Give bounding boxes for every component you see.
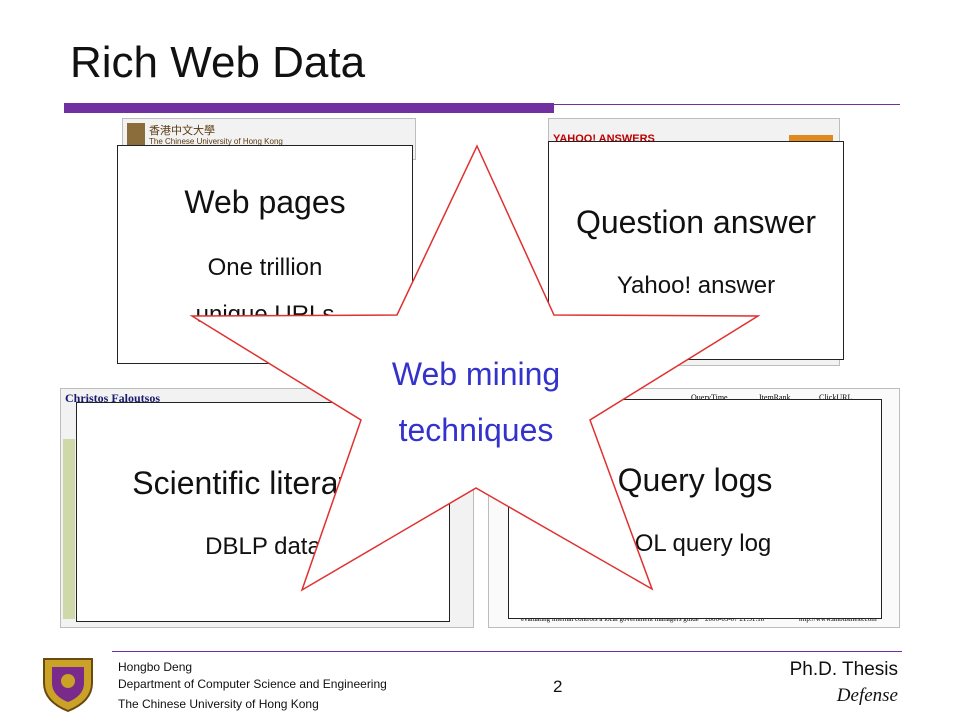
query-col-header-1: QueryTime [691, 393, 728, 402]
footer-author: Hongbo Deng [118, 660, 193, 674]
crest-center [61, 674, 75, 688]
cuhk-logo-icon [127, 123, 145, 145]
card-question-answer-sub1: Yahoo! answer [616, 272, 776, 299]
cuhk-sub-text: The Chinese University of Hong Kong [149, 137, 283, 146]
footer-department: Department of Computer Science and Engin… [118, 677, 387, 691]
card-query-logs-sub1: AOL query log [618, 530, 772, 557]
yahoo-search-button [789, 135, 833, 145]
card-query-logs-title: Query logs [617, 462, 773, 498]
cuhk-crest-icon [43, 658, 93, 713]
dblp-left-column [63, 439, 75, 619]
cuhk-header-text: 香港中文大學 [149, 125, 215, 137]
footer-divider [112, 651, 902, 652]
footer-defense: Defense [836, 685, 898, 706]
card-web-pages-title: Web pages [184, 184, 346, 220]
slide-title: Rich Web Data [70, 38, 366, 87]
star-label-line1: Web mining [391, 356, 561, 392]
title-underline-line [554, 104, 900, 105]
title-underline-bar [64, 103, 554, 113]
page-number: 2 [553, 677, 563, 696]
query-col-header-2: ItemRank [759, 393, 791, 402]
star-label-line2: techniques [398, 412, 554, 448]
footer-thesis: Ph.D. Thesis [789, 659, 898, 680]
card-question-answer-title: Question answer [575, 204, 817, 240]
dblp-name-text: Christos Faloutsos [65, 391, 161, 405]
query-row-time: 2006-03-07 21:31:18 [705, 615, 765, 623]
query-col-header-3: ClickURL [819, 393, 853, 402]
query-row-text: evaluating internal controls a local gov… [521, 615, 699, 623]
query-row-url: http://www.allbusiness.com [799, 615, 877, 623]
footer-university: The Chinese University of Hong Kong [118, 697, 319, 711]
card-web-pages-sub1: One trillion [207, 254, 323, 281]
card-scientific-sub1: DBLP data [205, 533, 321, 560]
star-polygon [189, 144, 761, 592]
